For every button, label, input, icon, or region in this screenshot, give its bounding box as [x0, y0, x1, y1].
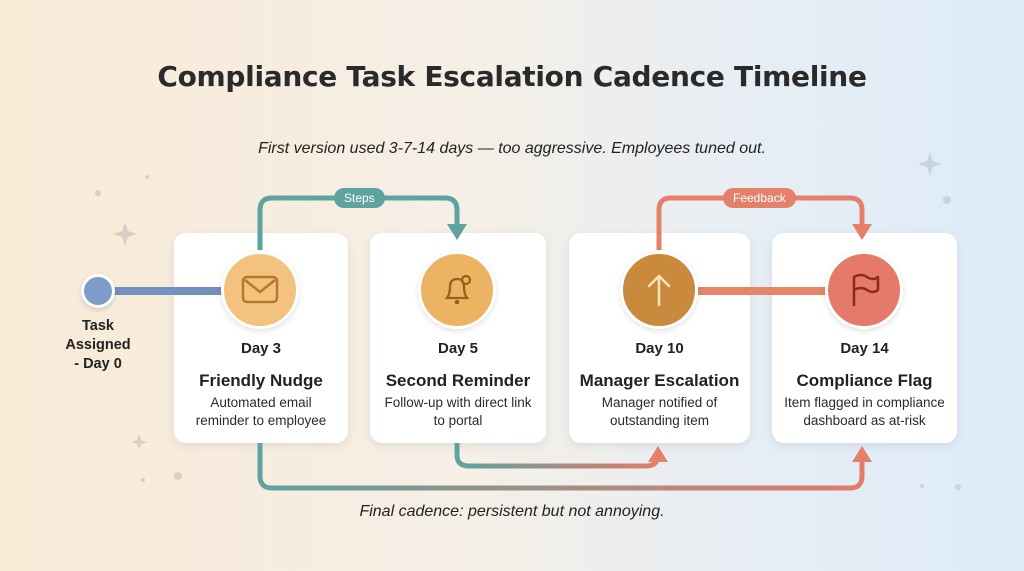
stage-desc: Follow-up with direct link to portal — [384, 395, 532, 428]
arrowhead-steps — [447, 224, 467, 240]
start-dot — [81, 274, 115, 308]
steps-label: Steps — [334, 188, 385, 208]
bottom-connector-short — [454, 443, 661, 469]
envelope-icon — [241, 275, 279, 304]
footer-note: Final cadence: persistent but not annoyi… — [359, 503, 665, 520]
subtitle-note: First version used 3-7-14 days — too agg… — [258, 140, 766, 157]
stage-title: Second Reminder — [385, 371, 531, 390]
bottom-connector-long — [257, 443, 865, 491]
arrowhead-feedback — [852, 224, 872, 240]
sparkle-icon — [131, 434, 147, 450]
stage-day: Day 3 — [240, 340, 282, 357]
stage-day: Day 5 — [437, 340, 479, 357]
stage-day: Day 14 — [840, 340, 889, 357]
stage-desc: Item flagged in compliance dashboard as … — [784, 395, 945, 428]
start-label: Task Assigned - Day 0 — [65, 318, 131, 372]
page-title: Compliance Task Escalation Cadence Timel… — [157, 60, 867, 93]
stage-circle-4 — [825, 251, 903, 329]
stage-title: Compliance Flag — [796, 371, 933, 390]
stage-circle-2 — [418, 251, 496, 329]
stage-title: Manager Escalation — [579, 371, 740, 390]
bell-icon — [444, 274, 472, 305]
sparkle-icon — [918, 152, 942, 176]
stage-circle-1 — [221, 251, 299, 329]
arrowhead-day14 — [852, 446, 872, 462]
flag-icon — [852, 273, 880, 306]
stage-day: Day 10 — [635, 340, 684, 357]
stage-circle-3 — [620, 251, 698, 329]
feedback-label: Feedback — [723, 188, 796, 208]
stage-desc: Manager notified of outstanding item — [601, 395, 718, 428]
sparkle-icon — [113, 222, 137, 246]
arrow-up-icon — [647, 274, 671, 307]
stage-desc: Automated email reminder to employee — [195, 395, 327, 428]
stage-title: Friendly Nudge — [199, 371, 323, 390]
arrowhead-day10 — [648, 446, 668, 462]
